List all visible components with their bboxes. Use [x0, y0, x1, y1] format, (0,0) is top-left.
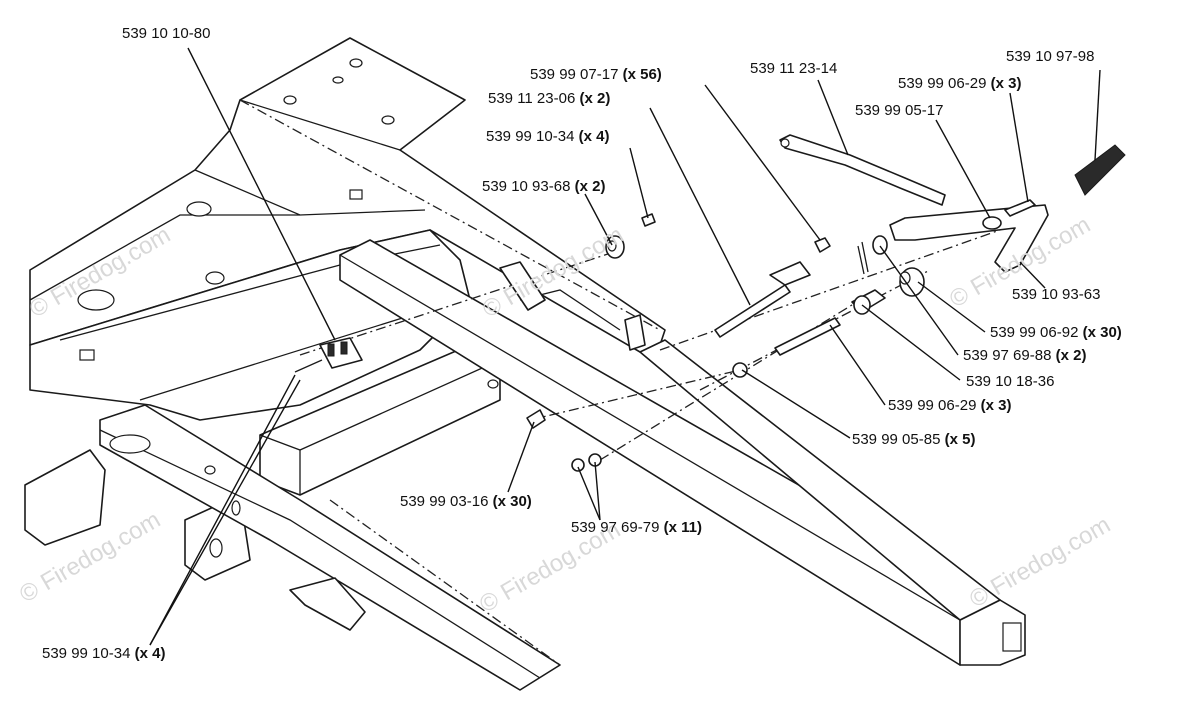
part-number: 539 99 10-34 — [42, 645, 131, 662]
part-quantity: (x 30) — [1082, 324, 1122, 341]
callout-539-99-06-29-lower: 539 99 06-29 (x 3) — [888, 397, 1011, 415]
part-number: 539 99 10-34 — [486, 128, 575, 145]
part-number: 539 10 93-68 — [482, 178, 571, 195]
part-quantity: (x 2) — [574, 178, 606, 195]
part-quantity: (x 30) — [492, 493, 532, 510]
part-number: 539 99 03-16 — [400, 493, 489, 510]
part-quantity: (x 5) — [944, 431, 976, 448]
callout-539-11-23-14: 539 11 23-14 — [750, 60, 837, 78]
part-number: 539 11 23-14 — [750, 60, 838, 77]
part-number: 539 10 10-80 — [122, 25, 211, 42]
part-number: 539 99 05-17 — [855, 102, 944, 119]
callout-539-99-06-29-upper: 539 99 06-29 (x 3) — [898, 75, 1021, 93]
callout-539-99-10-34: 539 99 10-34 (x 4) — [486, 128, 609, 146]
part-number: 539 10 93-63 — [1012, 286, 1101, 303]
callout-539-11-23-06: 539 11 23-06 (x 2) — [488, 90, 610, 108]
tow-bar — [339, 239, 1026, 666]
part-quantity: (x 3) — [990, 75, 1022, 92]
callout-539-99-10-34-lower: 539 99 10-34 (x 4) — [42, 645, 165, 663]
part-number: 539 97 69-88 — [963, 347, 1052, 364]
callout-539-99-07-17: 539 99 07-17 (x 56) — [530, 66, 662, 84]
part-quantity: (x 56) — [622, 66, 662, 83]
part-quantity: (x 11) — [663, 519, 702, 536]
callout-539-99-05-85: 539 99 05-85 (x 5) — [852, 431, 975, 449]
callout-539-10-10-80: 539 10 10-80 — [122, 25, 210, 43]
part-quantity: (x 2) — [579, 90, 611, 107]
part-number: 539 11 23-06 — [488, 90, 576, 107]
callout-539-10-93-68: 539 10 93-68 (x 2) — [482, 178, 605, 196]
part-number: 539 99 05-85 — [852, 431, 941, 448]
part-quantity: (x 4) — [578, 128, 610, 145]
part-quantity: (x 2) — [1055, 347, 1087, 364]
callout-539-99-06-92: 539 99 06-92 (x 30) — [990, 324, 1122, 342]
part-number: 539 10 97-98 — [1006, 48, 1095, 65]
callout-539-10-97-98: 539 10 97-98 — [1006, 48, 1094, 66]
part-number: 539 99 06-29 — [898, 75, 987, 92]
part-number: 539 99 06-92 — [990, 324, 1079, 341]
part-number: 539 99 06-29 — [888, 397, 977, 414]
callout-539-99-03-16: 539 99 03-16 (x 30) — [400, 493, 532, 511]
callout-539-99-05-17: 539 99 05-17 — [855, 102, 943, 120]
leader-lines — [149, 47, 1101, 646]
part-quantity: (x 3) — [980, 397, 1012, 414]
part-number: 539 99 07-17 — [530, 66, 619, 83]
callout-539-97-69-88: 539 97 69-88 (x 2) — [963, 347, 1086, 365]
part-quantity: (x 4) — [134, 645, 166, 662]
callout-539-10-93-63: 539 10 93-63 — [1012, 286, 1100, 304]
part-number: 539 10 18-36 — [966, 373, 1055, 390]
callout-539-10-18-36: 539 10 18-36 — [966, 373, 1054, 391]
callout-539-97-69-79: 539 97 69-79 (x 11) — [571, 519, 702, 537]
part-number: 539 97 69-79 — [571, 519, 660, 536]
hardware-parts — [294, 134, 1126, 472]
